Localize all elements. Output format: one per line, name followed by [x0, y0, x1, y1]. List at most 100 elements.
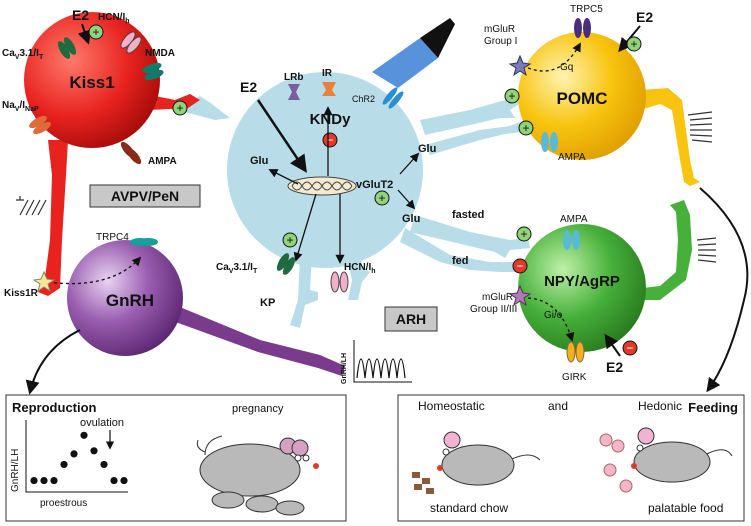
- pomc-trpc5-channel-2: [583, 18, 591, 38]
- kiss1-e2-label: E2: [72, 7, 89, 23]
- kndy-chr2-label: ChR2: [352, 94, 375, 104]
- feeding-chow: standard chow: [430, 501, 508, 515]
- reproduction-dot: [60, 460, 68, 469]
- npy-girk-channel-2: [575, 341, 585, 363]
- kiss1-axon: [38, 140, 68, 296]
- arrow-to-feeding: [699, 187, 749, 393]
- gnrh-soma: [67, 240, 183, 356]
- pomc-ampa-channel-2: [550, 132, 558, 152]
- npy-axon: [640, 200, 692, 300]
- ir-receptor-icon: [322, 82, 336, 96]
- npy-name: NPY/AgRP: [544, 273, 620, 290]
- kiss1-nav-channel-2: [33, 121, 51, 135]
- feeding-palatable: palatable food: [648, 501, 723, 515]
- kiss1-nmda-channel: [142, 62, 162, 74]
- kndy-axon-to-npy-2: [400, 228, 522, 272]
- reproduction-axes: [25, 420, 128, 493]
- pomc-ampa-channel: [541, 132, 549, 152]
- reproduction-dot: [120, 476, 128, 485]
- npy-mglur-label: mGluR: [482, 292, 513, 303]
- kiss1-hcn-label: HCN/Ih: [98, 12, 130, 25]
- kiss1-cav-channel-2: [63, 37, 77, 55]
- avpv-region-text: AVPV/PeN: [111, 188, 179, 204]
- reproduction-dot: [80, 431, 88, 439]
- feeding-title: Feeding: [688, 400, 738, 415]
- chr2-channel-2: [388, 91, 404, 109]
- kndy-axon-to-pomc: [420, 92, 525, 135]
- kiss1-cav-label: CaV3.1/IT: [2, 48, 44, 61]
- reproduction-ovulation: ovulation: [80, 417, 124, 429]
- gnrh-axon: [170, 305, 345, 376]
- mglur2-star-icon: [508, 284, 532, 307]
- svg-text:−: −: [626, 341, 633, 355]
- kndy-e2-label: E2: [240, 79, 257, 95]
- gnrh-kiss1r-label: Kiss1R: [4, 288, 39, 299]
- npy-girk-channel: [566, 341, 576, 363]
- kndy-fed-label: fed: [452, 255, 469, 267]
- npy-neuron: [518, 200, 692, 352]
- svg-text:+: +: [92, 25, 99, 39]
- kndy-cav-channel: [276, 253, 290, 271]
- kiss1r-star-icon: [32, 270, 56, 293]
- synapse-ticks: [16, 111, 717, 263]
- npy-gio-label: Gi/o: [544, 310, 563, 321]
- kndy-axon-to-pomc-2: [425, 122, 522, 155]
- kiss1-ampa-label: AMPA: [148, 156, 177, 167]
- feeding-panel: Feeding Homeostatic and Hedonic standard…: [397, 394, 745, 522]
- pulse-ylabel: GnRH/LH: [341, 353, 348, 384]
- kndy-arrow-glu-left: [268, 169, 299, 185]
- kndy-vglut-plus: +: [374, 190, 390, 206]
- kndy-kp-plus: +: [282, 232, 298, 248]
- kiss1-cav-channel: [57, 41, 71, 59]
- kiss1-dendrite: [150, 94, 200, 110]
- kndy-glu-right-up: Glu: [418, 143, 436, 155]
- pomc-soma: [518, 32, 646, 160]
- hedonic-mouse-icon: [599, 427, 733, 493]
- svg-text:+: +: [176, 101, 183, 115]
- svg-text:−: −: [516, 259, 523, 273]
- kndy-arrow-glu-right-up: [399, 152, 420, 175]
- kndy-soma: [227, 72, 423, 268]
- npy-e2-arrow: [604, 333, 621, 357]
- kndy-kp-label: KP: [260, 297, 275, 309]
- kiss1-name: Kiss1: [69, 73, 114, 92]
- arh-region-label: ARH: [384, 306, 438, 332]
- gnrh-trpc4-channel-2: [138, 238, 158, 246]
- kndy-pomc-plus-2: +: [518, 120, 534, 136]
- kndy-glu-right-down: Glu: [402, 213, 420, 225]
- kndy-fasted-label: fasted: [452, 209, 484, 221]
- npy-e2-label: E2: [606, 359, 623, 375]
- reproduction-xlabel: proestrous: [40, 498, 87, 509]
- reproduction-dot: [70, 450, 78, 458]
- kiss1-nmda-label: NMDA: [145, 48, 175, 59]
- kndy-arrow-glu-right-down: [397, 189, 416, 210]
- reproduction-ylabel: GnRH/LH: [10, 449, 21, 492]
- kiss1-e2-plus: +: [88, 24, 104, 40]
- kndy-axon-down: [290, 255, 318, 328]
- homeostatic-mouse-icon: [412, 431, 541, 494]
- kndy-cav-label: CaV3.1/IT: [216, 262, 258, 275]
- pomc-neuron: [518, 32, 700, 186]
- pomc-trpc5-label: TRPC5: [570, 4, 603, 15]
- npy-ampa-channel-2: [572, 230, 580, 250]
- feeding-hedonic: Hedonic: [638, 399, 682, 413]
- reproduction-dot: [50, 476, 58, 485]
- kndy-cav-channel-2: [282, 257, 296, 275]
- reproduction-dot: [110, 476, 118, 485]
- reproduction-pregnancy: pregnancy: [232, 403, 284, 415]
- reproduction-dot: [30, 476, 38, 485]
- svg-text:+: +: [630, 37, 637, 51]
- svg-text:+: +: [286, 233, 293, 247]
- kndy-pomc-plus-1: +: [504, 88, 520, 104]
- svg-text:+: +: [520, 227, 527, 241]
- gnrh-neuron: [67, 240, 345, 376]
- gnrh-dashed-arrow: [47, 256, 142, 285]
- npy-mglurb-label: Group II/III: [470, 304, 517, 315]
- reproduction-dot: [90, 447, 98, 455]
- pomc-trpc5-channel: [574, 18, 582, 38]
- kndy-ir-label: IR: [322, 68, 333, 79]
- mglur1-star-icon: [508, 54, 532, 77]
- chr2-channel: [382, 87, 398, 105]
- gnrh-trpc4-label: TRPC4: [96, 232, 129, 243]
- arrow-to-reproduction: [25, 329, 81, 395]
